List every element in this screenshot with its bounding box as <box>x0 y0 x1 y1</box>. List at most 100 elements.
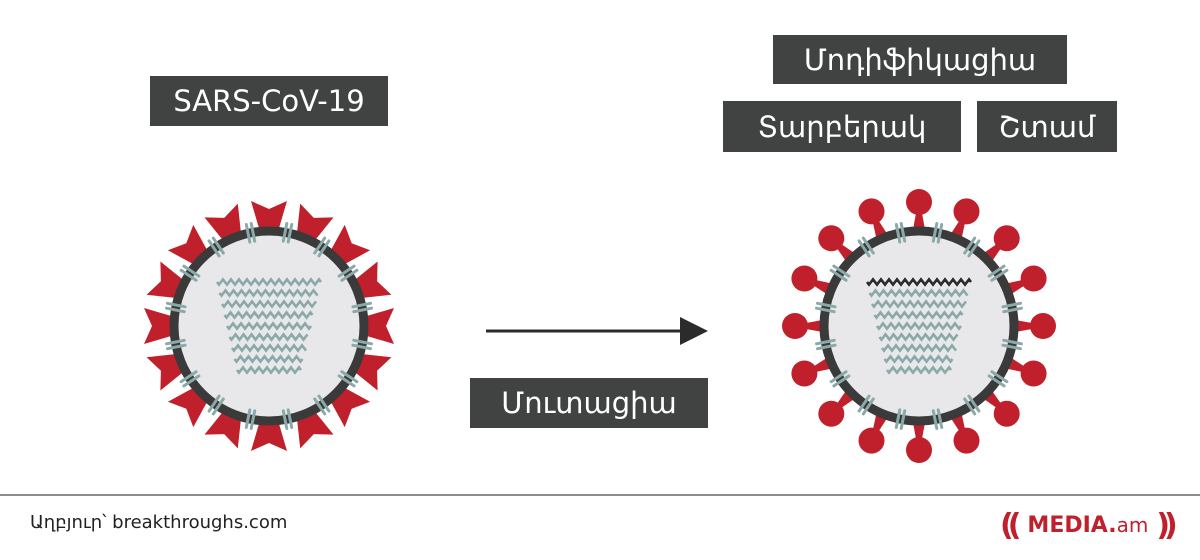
mutated-virus-rna-strand <box>875 321 963 331</box>
original-virus-rna-strand <box>230 343 308 353</box>
mutated-virus-rna-strand <box>880 343 958 353</box>
mutated-virus-membrane-protein <box>894 408 902 429</box>
original-virus-interior <box>174 231 364 421</box>
modification-label-text: Մոդիֆիկացիա <box>803 42 1037 77</box>
mutated-virus-spike-head <box>953 198 980 225</box>
mutated-virus-rna-strand <box>873 310 964 320</box>
mutated-virus-membrane-protein <box>857 239 871 258</box>
variant-label: Տարբերակ <box>723 101 961 152</box>
logo-tld: am <box>1116 513 1149 537</box>
original-virus-membrane-protein <box>244 223 252 244</box>
original-virus-rna-strand <box>215 277 323 287</box>
mutated-virus-membrane <box>819 226 1019 426</box>
mutated-virus-membrane-protein <box>816 343 837 351</box>
mutated-virus-spike-head <box>782 313 808 339</box>
mutated-virus-membrane-protein <box>963 236 977 255</box>
original-virus-membrane-protein <box>313 236 327 255</box>
mutated-virus-illustration <box>782 189 1056 463</box>
mutated-virus-spike-head <box>1020 360 1047 387</box>
mutated-virus-membrane-protein <box>857 394 871 413</box>
mutated-virus-membrane-protein <box>990 370 1009 384</box>
mutation-label: Մուտացիա <box>470 378 708 428</box>
mutated-virus-membrane-protein <box>931 222 939 243</box>
original-virus-spike <box>251 417 287 451</box>
original-virus-rna-strand <box>220 299 318 309</box>
mutation-arrow <box>486 317 708 345</box>
original-virus-membrane-protein <box>351 343 372 351</box>
mutated-virus-membrane-protein <box>931 409 939 430</box>
mutated-virus-membrane-protein <box>1001 301 1022 309</box>
original-virus-membrane-protein <box>207 239 221 258</box>
original-virus-membrane-protein <box>340 370 359 384</box>
original-virus-membrane-protein <box>179 268 198 282</box>
original-virus-rna-strand <box>233 354 304 364</box>
original-virus-membrane-protein <box>317 394 331 413</box>
original-virus-membrane-protein <box>182 264 201 278</box>
mutated-virus-spike-head <box>906 189 932 215</box>
diagram-canvas <box>144 189 1056 463</box>
original-virus-membrane-protein <box>281 409 289 430</box>
original-virus-membrane-protein <box>179 370 198 384</box>
mutated-virus-rna-strand <box>870 299 968 309</box>
mutated-virus-membrane-protein <box>861 236 875 255</box>
mutated-virus-spike-head <box>791 265 818 292</box>
media-am-logo: (( MEDIA. am )) <box>1000 505 1178 545</box>
original-virus-membrane-protein <box>182 374 201 388</box>
logo-name: MEDIA. <box>1027 512 1117 538</box>
mutated-virus-rna-strand <box>885 365 953 375</box>
variant-label-text: Տարբերակ <box>757 109 927 144</box>
original-virus-spike <box>251 201 287 235</box>
original-virus-membrane-protein <box>166 301 187 309</box>
mutated-virus-membrane-protein <box>1002 306 1023 314</box>
original-virus-rna-strand <box>223 310 314 320</box>
strain-label-text: Շտամ <box>998 109 1096 144</box>
mutated-virus-membrane-protein <box>832 264 851 278</box>
original-virus-spike <box>144 308 178 344</box>
mutated-virus-membrane-protein <box>936 408 944 429</box>
mutated-virus-membrane-protein <box>899 409 907 430</box>
mutated-virus-membrane-protein <box>815 338 836 346</box>
mutated-virus-spike-head <box>1020 265 1047 292</box>
mutated-virus-membrane-protein <box>990 268 1009 282</box>
original-virus-membrane-protein <box>165 306 186 314</box>
mutated-virus-spike-head <box>993 400 1020 427</box>
mutated-virus-membrane-protein <box>899 222 907 243</box>
mutation-label-text: Մուտացիա <box>501 386 677 420</box>
original-virus-membrane-protein <box>352 306 373 314</box>
mutated-virus-membrane-protein <box>1001 343 1022 351</box>
mutated-virus-membrane-protein <box>936 223 944 244</box>
original-virus-membrane-protein <box>281 222 289 243</box>
mutated-virus-membrane-protein <box>967 239 981 258</box>
original-virus-membrane-protein <box>337 374 356 388</box>
mutated-virus-rna-strand <box>868 288 969 298</box>
original-virus-rna-strand <box>228 332 309 342</box>
mutated-virus-spike-head <box>818 225 845 252</box>
mutated-virus-membrane-protein <box>829 370 848 384</box>
mutated-virus-membrane-protein <box>987 374 1006 388</box>
mutated-virus-mutated-rna-strand <box>865 277 973 287</box>
original-virus-membrane-protein <box>166 343 187 351</box>
mutated-virus-spike-head <box>1030 313 1056 339</box>
original-virus-membrane-protein <box>286 223 294 244</box>
mutated-virus-spike-head <box>953 427 980 454</box>
mutated-virus-membrane-protein <box>861 397 875 416</box>
logo-left-paren: (( <box>1000 507 1022 543</box>
mutated-virus-membrane-protein <box>832 374 851 388</box>
sars-cov-19-label: SARS-CoV-19 <box>150 76 388 126</box>
footer-divider <box>0 494 1200 496</box>
original-virus-rna-strand <box>218 288 319 298</box>
original-virus-membrane-protein <box>165 338 186 346</box>
mutated-virus-membrane-protein <box>1002 338 1023 346</box>
original-virus-membrane-protein <box>317 239 331 258</box>
original-virus-membrane-protein <box>340 268 359 282</box>
logo-right-paren: )) <box>1156 507 1178 543</box>
original-virus-membrane-protein <box>244 408 252 429</box>
original-virus-illustration <box>144 201 394 451</box>
original-virus-membrane-protein <box>249 222 257 243</box>
original-virus-membrane-protein <box>352 338 373 346</box>
mutated-virus-membrane-protein <box>815 306 836 314</box>
mutated-virus-membrane-protein <box>829 268 848 282</box>
mutated-virus-spike-head <box>858 427 885 454</box>
original-virus-membrane-protein <box>249 409 257 430</box>
source-credit: Աղբյուր՝ breakthroughs.com <box>30 512 288 533</box>
